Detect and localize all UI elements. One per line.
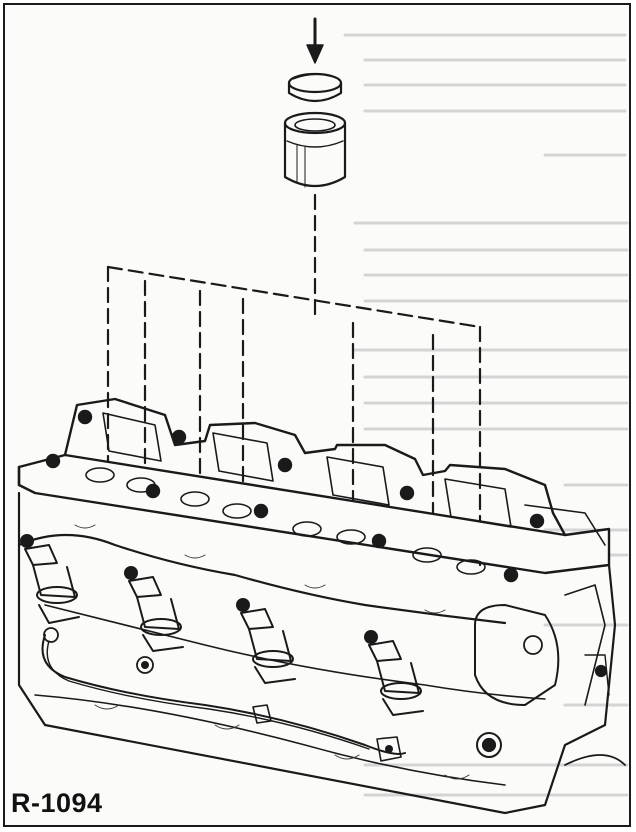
down-arrow-icon xyxy=(306,17,324,64)
bleed-through-text xyxy=(343,33,629,797)
injector-4 xyxy=(364,630,424,716)
figure-reference-code: R-1094 xyxy=(11,788,103,818)
fuel-injector-icons xyxy=(20,534,424,762)
injector-1 xyxy=(20,534,80,624)
hydraulic-tappet xyxy=(283,111,347,188)
casting-texture xyxy=(74,524,470,780)
exploded-view-diagram xyxy=(17,17,629,815)
injector-2 xyxy=(124,566,184,652)
valve-shim-cap xyxy=(287,72,343,103)
injector-3 xyxy=(236,598,296,684)
cylinder-head-assembly xyxy=(17,491,626,815)
camshaft-carrier-frame xyxy=(17,397,611,583)
diagram-frame: R-1094 xyxy=(3,3,631,827)
